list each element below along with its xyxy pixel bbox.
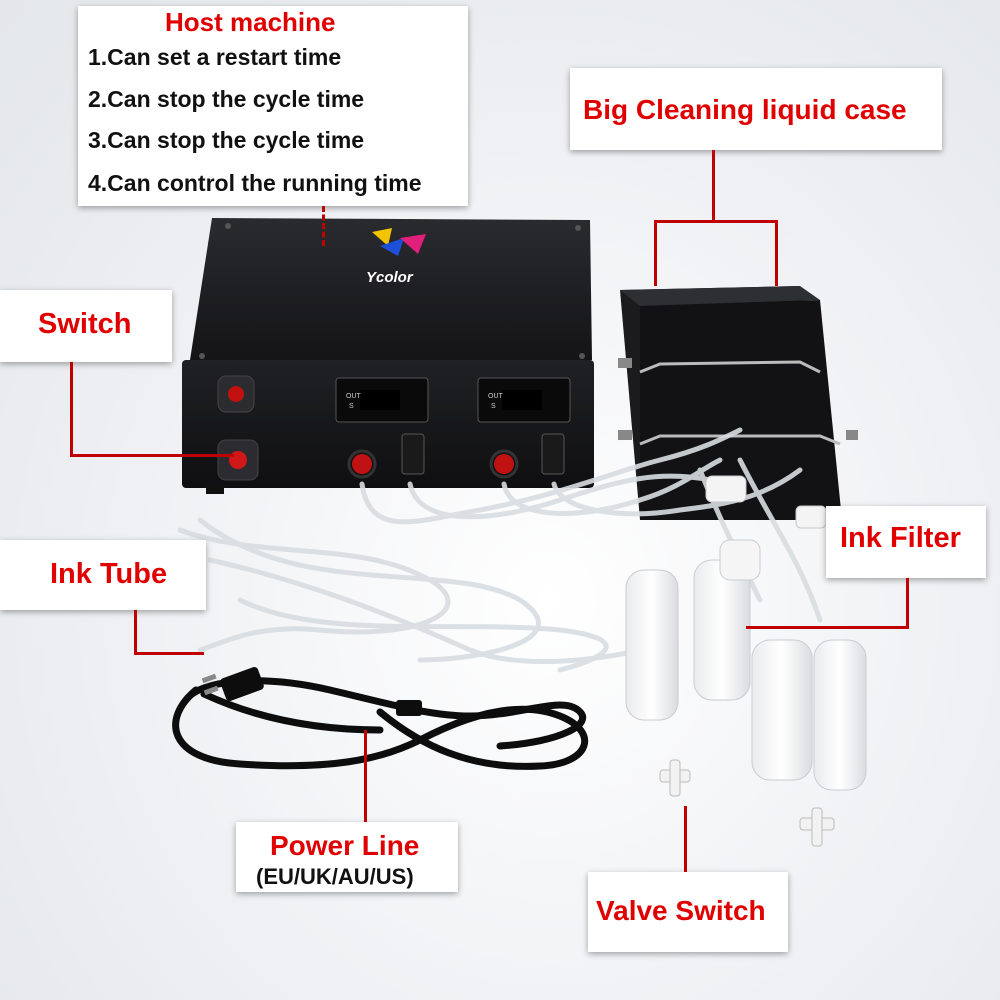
- ink-filter-bottles: [625, 539, 867, 791]
- ink-tube-leader-horizontal: [134, 652, 204, 655]
- cleaning-liquid-case: [618, 286, 858, 520]
- switch-callout: [0, 290, 172, 362]
- svg-text:OUT: OUT: [346, 393, 362, 400]
- cleaning-case-leader-stem: [712, 150, 715, 222]
- ycolor-logo: Ycolor: [366, 228, 426, 286]
- svg-text:S: S: [349, 403, 354, 410]
- host-feature-4: 4.Can control the running time: [88, 170, 422, 196]
- cleaning-case-leader-bar: [654, 220, 778, 223]
- power-plug: [220, 667, 264, 701]
- ink-tube-leader-vertical: [134, 610, 137, 654]
- host-machine-title: Host machine: [165, 7, 336, 37]
- host-machine-leader: [322, 206, 325, 246]
- cleaning-case-callout: [570, 68, 942, 150]
- host-machine-top: [190, 218, 592, 360]
- host-machine-callout: [78, 6, 468, 206]
- ink-filter-leader-horizontal: [746, 626, 909, 629]
- valve-switches: [659, 759, 835, 847]
- switch-label: Switch: [38, 308, 132, 340]
- power-connector: [396, 700, 422, 716]
- power-line-label: Power Line: [270, 830, 420, 861]
- switch-leader-vertical: [70, 362, 73, 456]
- power-line-regions: (EU/UK/AU/US): [256, 864, 414, 889]
- brand-text: Ycolor: [366, 269, 414, 286]
- ink-filter-callout: [826, 506, 986, 578]
- cleaning-case-leader-right: [775, 220, 778, 286]
- ink-tube-callout: [0, 540, 206, 610]
- ink-filter-connectors: [705, 475, 827, 529]
- power-line-callout: [236, 822, 458, 892]
- ink-filter-label: Ink Filter: [840, 522, 961, 554]
- timer-controller-right: OUT S: [477, 377, 571, 479]
- host-machine-device: Ycolor OUT S OUT S: [182, 218, 594, 494]
- host-feature-2: 2.Can stop the cycle time: [88, 86, 365, 112]
- valve-switch-leader: [684, 806, 687, 872]
- cleaning-case-leader-left: [654, 220, 657, 286]
- svg-text:S: S: [491, 403, 496, 410]
- valve-switch-label: Valve Switch: [596, 895, 766, 926]
- svg-text:OUT: OUT: [488, 393, 504, 400]
- timer-controller-left: OUT S: [335, 377, 429, 479]
- host-feature-1: 1.Can set a restart time: [88, 44, 342, 70]
- switch-leader-horizontal: [70, 454, 234, 457]
- power-line-leader: [364, 730, 367, 822]
- ink-tube-label: Ink Tube: [50, 558, 168, 590]
- ink-filter-leader-vertical: [906, 578, 909, 628]
- valve-switch-callout: [588, 872, 788, 952]
- host-feature-3: 3.Can stop the cycle time: [88, 127, 365, 153]
- cleaning-case-label: Big Cleaning liquid case: [583, 94, 907, 125]
- ink-tubes: [177, 427, 823, 673]
